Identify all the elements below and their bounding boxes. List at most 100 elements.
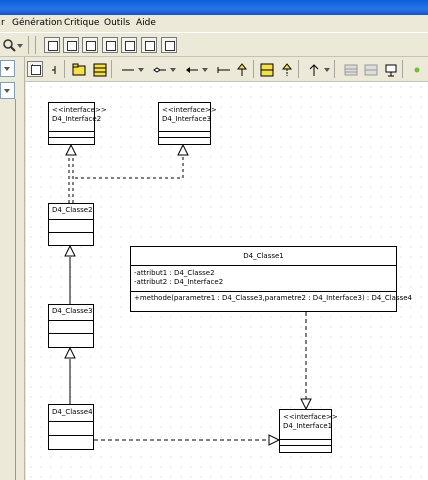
navigability-icon[interactable] [305,61,321,77]
window-title-bar[interactable] [0,0,428,15]
navigability-glyph [309,64,319,76]
methods-section [280,446,331,452]
stereotype-label: <<interface>> [52,106,107,114]
triangle-arrow-icon [177,143,189,156]
methods-section: +methode(parametre1 : D4_Classe3,paramet… [131,292,413,311]
toolbar-separator [28,36,29,54]
toggle-icon[interactable] [408,61,424,77]
chevron-down-icon[interactable] [324,68,330,72]
realization-icon[interactable] [278,61,294,77]
print-button[interactable] [121,37,137,53]
menu-item-generation[interactable]: Génération [12,18,63,28]
attributes-section [159,132,210,138]
text-cursor-glyph [52,66,56,74]
note-glyph [385,64,397,77]
package-icon[interactable] [70,61,86,77]
attributes-section [49,422,93,436]
attributes-section [49,132,94,138]
class-name: D4_Classe1 [243,252,284,260]
interface-box-d4-interface1[interactable]: <<interface>> D4_Interface1 [279,409,338,453]
class-name: D4_Classe3 [52,307,93,315]
methods-section [49,138,94,144]
class-name: D4_Interface3 [162,115,212,123]
align-center-icon[interactable] [362,61,378,77]
align-left-glyph [344,64,358,76]
generate-all-button[interactable] [82,37,98,53]
attributes-section: -attribut1 : D4_Classe2 -attribut2 : D4_… [131,266,396,292]
class-name: D4_Classe4 [52,408,93,416]
explorer-panel[interactable] [0,57,25,480]
generate-java-button[interactable] [44,37,60,53]
arrow-pointer-icon[interactable] [27,61,43,77]
triangle-arrow-icon [64,244,76,257]
attribute-row: -attribut2 : D4_Interface2 [134,278,224,286]
generalization-icon[interactable] [233,61,249,77]
toolbar-separator [402,60,403,78]
chevron-down-icon[interactable] [17,44,23,48]
magnifier-icon[interactable] [1,37,17,53]
attributes-section [280,440,331,446]
association-icon[interactable] [119,61,135,77]
package-glyph [72,63,86,76]
association-glyph [122,69,134,71]
class-box-d4-classe3[interactable]: D4_Classe3 [48,304,94,348]
class-header: D4_Classe2 [49,204,93,220]
realization-glyph [281,63,293,76]
chevron-down-icon[interactable] [170,68,176,72]
main-toolbar [0,32,428,57]
class-header: D4_Classe3 [49,305,93,321]
methods-section [49,436,93,449]
aggregation-icon[interactable] [151,61,167,77]
properties-button[interactable] [161,37,177,53]
interface-icon[interactable] [258,61,274,77]
menu-item-critique[interactable]: Critique [64,18,100,28]
interface-box-d4-interface2[interactable]: <<interface>> D4_Interface2 [48,102,107,145]
class-box-d4-classe2[interactable]: D4_Classe2 [48,203,94,246]
class-header: D4_Classe1 [131,247,396,266]
class-name: D4_Classe2 [52,206,93,214]
class-name: D4_Interface2 [52,115,102,123]
diagram-canvas[interactable]: <<interface>> D4_Interface2 <<interface>… [26,82,428,480]
class-icon[interactable] [91,61,107,77]
class-header: <<interface>> D4_Interface2 [49,103,107,132]
attributes-section [49,220,93,233]
method-row: +methode(parametre1 : D4_Classe3,paramet… [134,294,413,302]
menu-item-outils[interactable]: Outils [104,18,131,28]
toggle-glyph [414,67,420,73]
methods-section [49,334,93,347]
class-box-d4-classe1[interactable]: D4_Classe1 -attribut1 : D4_Classe2 -attr… [130,246,413,312]
composition-icon[interactable] [183,61,199,77]
triangle-arrow-icon [65,143,77,156]
text-cursor-icon[interactable] [46,61,62,77]
toolbar-separator [334,60,335,78]
toolbar-separator [253,60,254,78]
toolbar-separator [35,36,36,54]
diagram-palette [25,57,428,82]
explorer-border [15,99,16,480]
class-box-d4-classe4[interactable]: D4_Classe4 [48,404,94,450]
layout-button[interactable] [141,37,157,53]
generate-code-button[interactable] [63,37,79,53]
chevron-down-icon[interactable] [202,68,208,72]
interface-glyph [260,63,274,77]
triangle-arrow-icon [300,398,312,411]
chevron-down-icon[interactable] [4,89,10,93]
note-icon[interactable] [382,61,398,77]
align-left-icon[interactable] [342,61,358,77]
methods-section [49,233,93,245]
toolbar-separator [111,60,112,78]
arrow-glyph [32,64,39,75]
relationship-lines [64,143,312,446]
dependency-glyph [217,67,230,73]
chevron-down-icon[interactable] [4,67,10,71]
menu-item-aide[interactable]: Aide [136,18,156,28]
menu-item-partial[interactable]: r [1,18,5,28]
interface-box-d4-interface3[interactable]: <<interface>> D4_Interface3 [158,102,217,145]
class-header: D4_Classe4 [49,405,93,422]
export-button[interactable] [102,37,118,53]
chevron-down-icon[interactable] [138,68,144,72]
stereotype-label: <<interface>> [162,106,217,114]
dependency-icon[interactable] [215,61,231,77]
attributes-section [49,321,93,334]
class-header: <<interface>> D4_Interface3 [159,103,217,132]
